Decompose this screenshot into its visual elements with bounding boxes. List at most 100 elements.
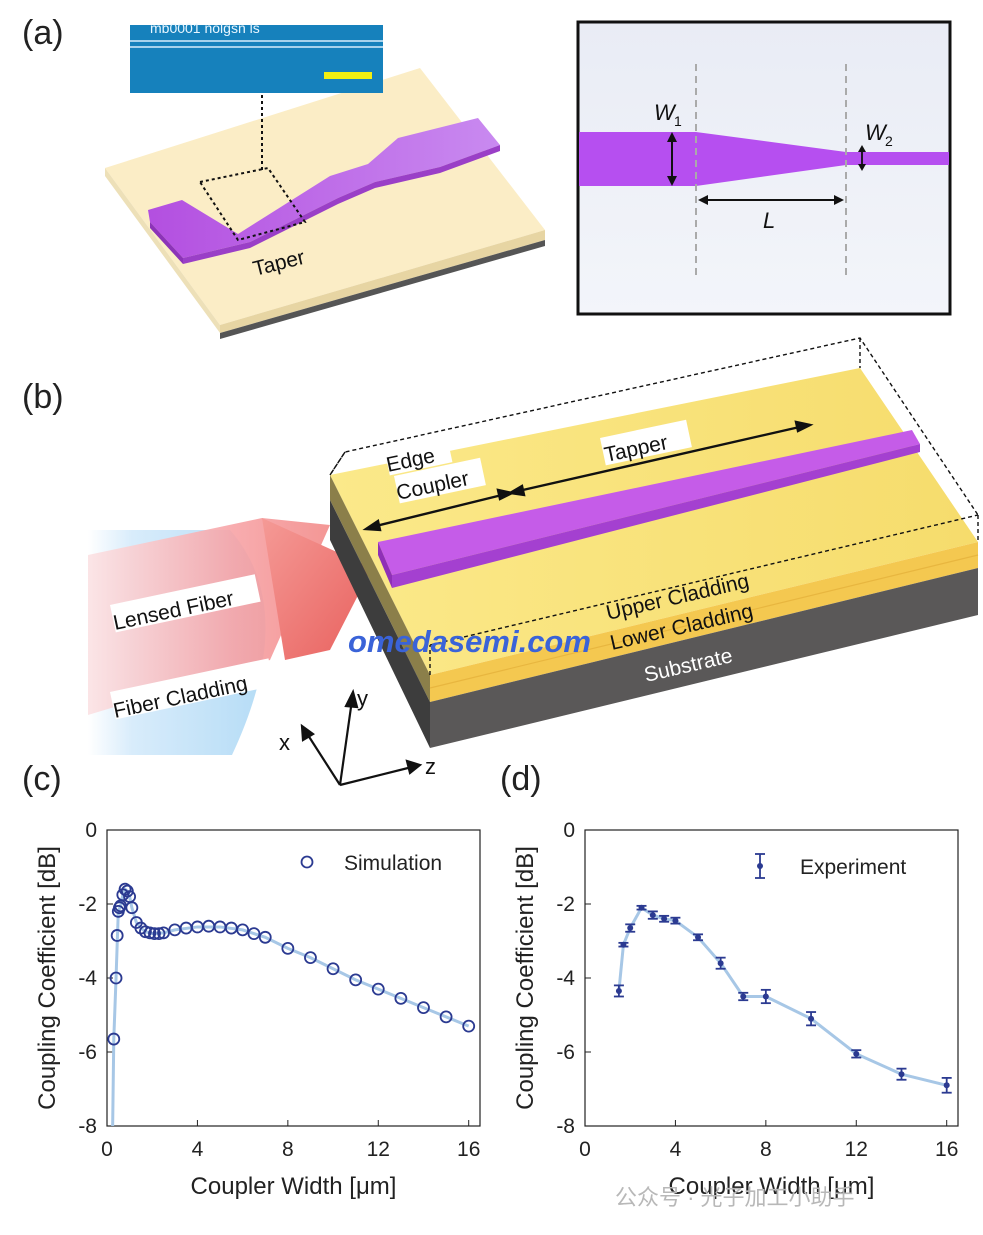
simulation-point [304, 951, 317, 965]
axis-z-label: z [425, 754, 436, 779]
simulation-fit-line [111, 886, 470, 1127]
fiber-core [88, 518, 330, 715]
experiment-point [808, 1015, 815, 1022]
simulation-point [326, 962, 340, 976]
chip-side [105, 168, 220, 333]
y-axis-label: Coupling Coefficient [dB] [34, 846, 61, 1110]
w1-label: W [654, 100, 677, 125]
x-axis-label: Coupler Width [μm] [669, 1173, 875, 1200]
experiment-point [740, 993, 747, 1000]
experiment-point [638, 904, 645, 911]
y-tick-label: -4 [556, 967, 575, 990]
legend-marker [757, 863, 763, 869]
x-tick-label: 16 [457, 1138, 480, 1161]
micrograph-text: mb0001 nolgsn ls [150, 20, 260, 36]
simulation-point [439, 1010, 453, 1024]
simulation-point [148, 927, 161, 941]
zoom-box [198, 166, 307, 242]
axis-x-label: x [279, 730, 290, 755]
experiment-point [627, 925, 634, 932]
x-tick-label: 4 [192, 1138, 204, 1161]
simulation-point [110, 929, 124, 942]
x-tick-label: 0 [101, 1138, 113, 1161]
x-tick-label: 8 [760, 1138, 772, 1161]
coordinate-axes [300, 688, 423, 787]
simulation-point [281, 941, 295, 955]
y-tick-label: -8 [78, 1115, 97, 1138]
simulation-point [462, 1019, 476, 1033]
simulation-point [349, 973, 363, 987]
experiment-point [853, 1050, 860, 1057]
axis-y-label: y [357, 686, 368, 711]
y-tick-label: 0 [85, 819, 97, 842]
waveguide-front [183, 145, 500, 264]
y-tick-label: -4 [78, 967, 97, 990]
simulation-point [371, 982, 385, 996]
waveguide-taper [148, 118, 500, 258]
x-tick-label: 16 [935, 1138, 958, 1161]
waveguide-side [150, 222, 183, 264]
experiment-point [672, 917, 679, 924]
panel-label-b: (b) [22, 378, 64, 416]
w2-label: W [865, 120, 888, 145]
chip-left-face [330, 475, 430, 702]
y-tick-label: -2 [78, 893, 97, 916]
x-tick-label: 4 [670, 1138, 682, 1161]
micrograph [130, 25, 383, 93]
panel-label-d: (d) [500, 760, 542, 798]
experiment-point [620, 941, 627, 948]
panel-label-c: (c) [22, 760, 62, 798]
x-tick-label: 0 [579, 1138, 591, 1161]
length-label: L [763, 208, 775, 233]
upper-cladding-top [330, 368, 978, 675]
x-axis-label: Coupler Width [μm] [191, 1173, 397, 1200]
experiment-point [762, 993, 769, 1000]
y-tick-label: -2 [556, 893, 575, 916]
experiment-point [695, 934, 702, 941]
simulation-point [247, 927, 261, 941]
simulation-point [152, 927, 166, 941]
chip-front [220, 230, 545, 333]
experiment-point [649, 912, 656, 919]
simulation-point [157, 926, 170, 940]
y-tick-label: -8 [556, 1115, 575, 1138]
dashed-bounding-box [329, 337, 979, 675]
y-axis-label: Coupling Coefficient [dB] [512, 846, 539, 1110]
edge-coupler-arrow [362, 488, 516, 532]
panel-label-a: (a) [22, 14, 64, 52]
x-tick-label: 12 [845, 1138, 868, 1161]
chip-illustration-a: mb0001 nolgsn ls Taper [105, 20, 545, 339]
simulation-point [107, 1032, 121, 1046]
x-tick-label: 8 [282, 1138, 294, 1161]
simulation-point [258, 930, 272, 944]
experiment-point [717, 960, 724, 967]
tapper-arrow [506, 420, 814, 497]
experiment-point [943, 1082, 950, 1089]
experiment-fit-line [617, 905, 948, 1087]
w2-subscript: 2 [885, 133, 893, 149]
edge-coupler-illustration: Edge Coupler Tapper Upper Cladding Lower… [88, 337, 979, 787]
w1-subscript: 1 [674, 113, 682, 129]
scale-bar [324, 72, 372, 79]
legend-label: Simulation [344, 852, 442, 875]
simulation-point [417, 1001, 430, 1015]
experiment-point [898, 1071, 905, 1078]
substrate-front [430, 568, 978, 748]
simulation-point [236, 923, 250, 937]
legend-label: Experiment [800, 856, 906, 879]
substrate-left-face [330, 500, 430, 748]
y-tick-label: -6 [556, 1041, 575, 1064]
taper-schematic-inset: W 1 W 2 L [576, 20, 952, 316]
watermark-text: omedasemi.com [348, 624, 591, 659]
simulation-point [143, 926, 157, 940]
lensed-fiber-tip [262, 518, 372, 660]
waveguide-taper-b [378, 430, 920, 575]
simulation-point [125, 901, 139, 915]
experiment-point [661, 915, 668, 922]
y-tick-label: 0 [563, 819, 575, 842]
simulation-point [109, 971, 123, 985]
experiment-point [615, 987, 622, 994]
x-tick-label: 12 [367, 1138, 390, 1161]
simulation-point [120, 884, 134, 898]
